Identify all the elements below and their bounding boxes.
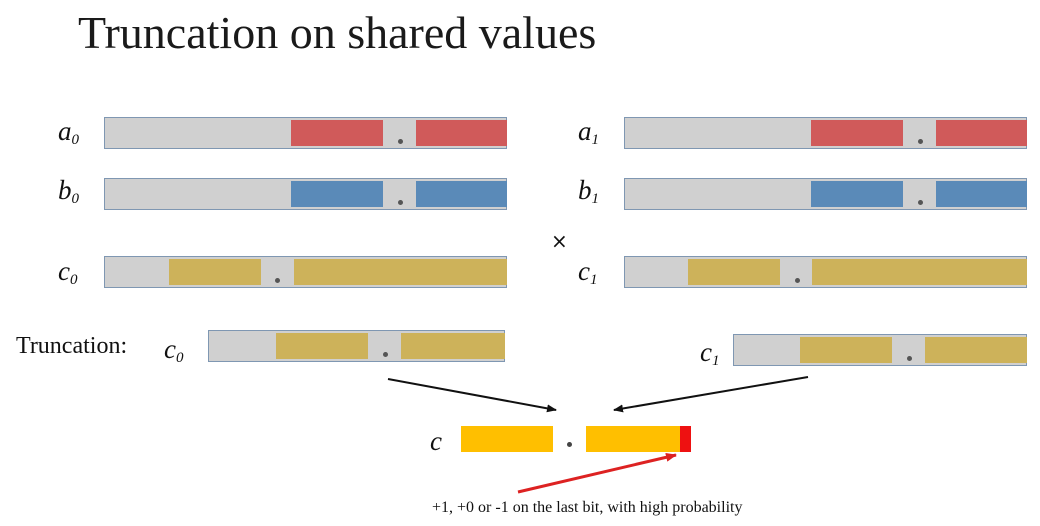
share-b1-fraction-part [936,181,1027,207]
label-b0: b0 [58,175,79,207]
multiply-symbol: × [551,229,568,253]
truncated-c1-integer-part [800,337,892,363]
label-c1: c1 [578,256,598,288]
truncated-c0-fraction-part [401,333,505,359]
share-a1-bar [624,117,1027,149]
share-a0-fraction-part [416,120,507,146]
truncation-label: Truncation: [16,333,128,359]
error-annotation: +1, +0 or -1 on the last bit, with high … [432,499,743,516]
product-c0-decimal-point [275,278,280,283]
truncated-c0-decimal-point [383,352,388,357]
product-c0-integer-part [169,259,261,285]
product-c1-integer-part [688,259,780,285]
share-b0-fraction-part [416,181,507,207]
product-c1-bar [624,256,1027,288]
truncated-c0-bar [208,330,505,362]
share-b1-decimal-point [918,200,923,205]
share-a0-decimal-point [398,139,403,144]
label-trunc-c1: c1 [700,337,720,369]
share-b0-integer-part [291,181,383,207]
product-c1-fraction-part [812,259,1027,285]
product-c1-decimal-point [795,278,800,283]
share-a1-integer-part [811,120,903,146]
share-a1-decimal-point [918,139,923,144]
label-c0: c0 [58,256,78,288]
share-b0-decimal-point [398,200,403,205]
arrow-c0-to-c [387,378,557,413]
truncated-c1-fraction-part [925,337,1027,363]
arrow-annotation-to-last-bit [517,452,677,494]
label-a1: a1 [578,116,599,148]
slide-title: Truncation on shared values [78,7,597,58]
truncated-c1-bar [733,334,1027,366]
share-b1-bar [624,178,1027,210]
share-b0-bar [104,178,507,210]
share-a0-integer-part [291,120,383,146]
result-c-last-bit [680,426,691,452]
share-a1-fraction-part [936,120,1027,146]
share-a0-bar [104,117,507,149]
result-c-fraction-part [586,426,680,452]
product-c0-fraction-part [294,259,507,285]
label-a0: a0 [58,116,79,148]
arrow-c1-to-c [613,376,809,413]
result-c-integer-part [461,426,553,452]
product-c0-bar [104,256,507,288]
truncated-c1-decimal-point [907,356,912,361]
result-c-decimal-point [567,442,572,447]
share-b1-integer-part [811,181,903,207]
label-b1: b1 [578,175,599,207]
truncated-c0-integer-part [276,333,368,359]
label-result-c: c [430,426,442,456]
label-trunc-c0: c0 [164,334,184,366]
